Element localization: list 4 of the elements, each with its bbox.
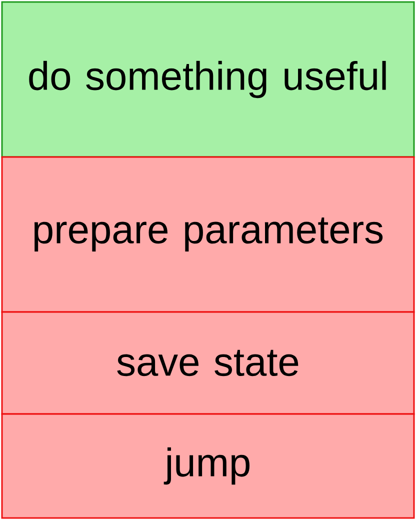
stack-box: jump bbox=[1, 413, 415, 519]
stack-box: prepare parameters bbox=[1, 156, 415, 313]
stack-box: do something useful bbox=[1, 1, 415, 158]
stack-box: save state bbox=[1, 311, 415, 415]
